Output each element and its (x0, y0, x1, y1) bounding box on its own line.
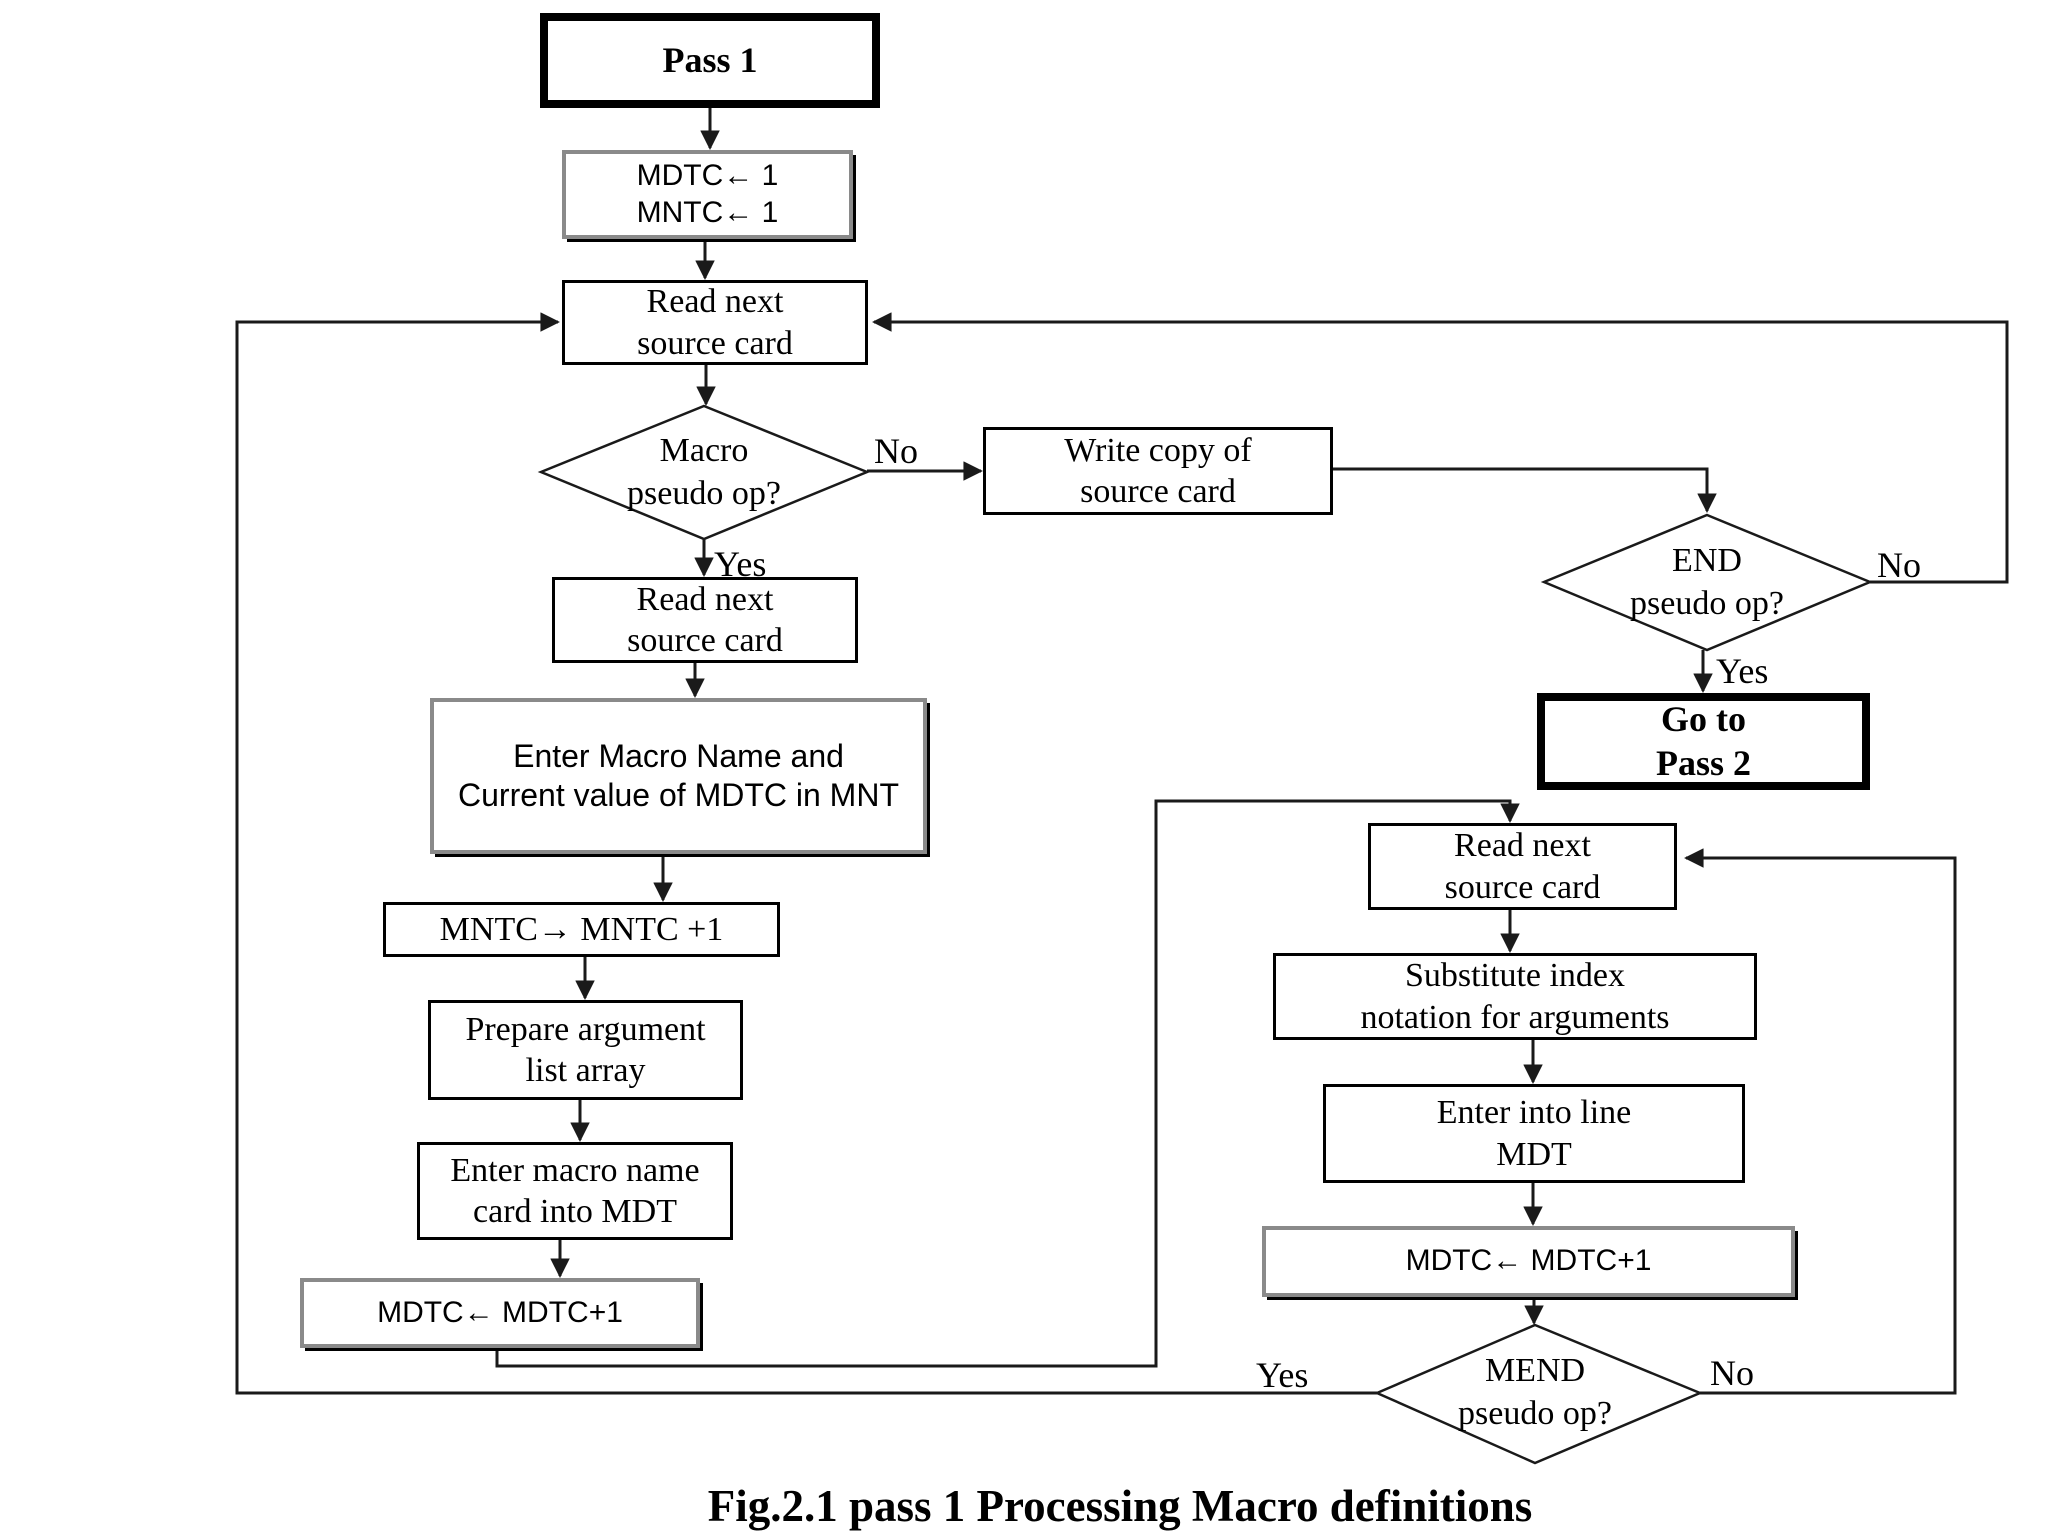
arrow-endq-no-loop-to-read1 (872, 312, 2009, 584)
edge-label-mend-no: No (1710, 1353, 1754, 1393)
decision-end-pseudo-op-shape (1540, 513, 1874, 652)
node-entermnt-line2: Current value of MDTC in MNT (458, 777, 899, 813)
node-enterline-line2: MDT (1496, 1135, 1572, 1173)
decision-end-line2: pseudo op? (1630, 584, 1784, 622)
node-enter-macro-name-card-into-mdt: Enter macro name card into MDT (417, 1142, 733, 1240)
node-entermdt-line2: card into MDT (473, 1193, 677, 1230)
node-init-counters: MDTC← 1 MNTC← 1 (562, 150, 853, 239)
node-go-to-pass-2: Go to Pass 2 (1537, 693, 1870, 790)
node-increment-mdtc-right: MDTC← MDTC+1 (1262, 1226, 1795, 1297)
decision-macro-line1: Macro (659, 432, 749, 469)
node-increment-mntc: MNTC→ MNTC +1 (383, 902, 780, 957)
arrow-writecopy-to-endq (1333, 467, 1717, 513)
node-mntc-line1: MNTC→ MNTC +1 (439, 910, 724, 948)
node-init-line1: MDTC← 1 (636, 158, 779, 192)
decision-macro-pseudo-op-shape (537, 404, 871, 541)
figure-caption: Fig.2.1 pass 1 Processing Macro definiti… (707, 1481, 1533, 1531)
node-prepare-argument-list-array: Prepare argument list array (428, 1000, 743, 1100)
node-prepare-line2: list array (525, 1052, 646, 1089)
decision-mend-line2: pseudo op? (1458, 1394, 1612, 1432)
node-read-next-source-card-1: Read next source card (562, 280, 868, 365)
node-enter-macro-name-in-mnt: Enter Macro Name and Current value of MD… (430, 698, 927, 854)
arrow-mendq-no-loop-to-read3 (1684, 848, 1957, 1395)
node-mdtc2-line1: MDTC← MDTC+1 (1405, 1244, 1652, 1278)
edge-label-macro-yes: Yes (714, 544, 767, 584)
node-entermdt-line1: Enter macro name (450, 1151, 700, 1189)
node-read1-line2: source card (637, 324, 793, 362)
decision-mend-pseudo-op-label: MEND pseudo op? (1382, 1330, 1688, 1455)
edge-label-mend-yes: Yes (1256, 1355, 1309, 1395)
node-prepare-line1: Prepare argument (465, 1010, 706, 1048)
node-write-copy-of-source-card: Write copy of source card (983, 427, 1333, 515)
node-read-next-source-card-3: Read next source card (1368, 823, 1677, 910)
node-pass-1: Pass 1 (540, 13, 880, 108)
edge-label-end-no: No (1877, 545, 1921, 585)
decision-macro-pseudo-op-label: Macro pseudo op? (551, 410, 857, 535)
decision-mend-line1: MEND (1484, 1352, 1586, 1389)
node-increment-mdtc-left: MDTC← MDTC+1 (300, 1278, 700, 1348)
node-entermnt-line1: Enter Macro Name and (513, 737, 844, 774)
node-read1-line1: Read next (646, 283, 784, 321)
node-read3-line1: Read next (1454, 827, 1591, 865)
decision-mend-pseudo-op-shape (1373, 1323, 1704, 1465)
node-gopass2-line2: Pass 2 (1655, 742, 1751, 783)
edge-label-end-yes: Yes (1716, 651, 1769, 691)
node-read3-line2: source card (1444, 868, 1601, 906)
decision-end-pseudo-op-label: END pseudo op? (1554, 520, 1860, 645)
node-writecopy-line2: source card (1080, 473, 1236, 510)
node-enterline-line1: Enter into line (1436, 1094, 1632, 1132)
node-gopass2-line1: Go to (1661, 698, 1746, 739)
decision-macro-line2: pseudo op? (627, 474, 781, 512)
node-substitute-index-notation: Substitute index notation for arguments (1273, 953, 1757, 1040)
node-init-line2: MNTC← 1 (636, 195, 779, 229)
node-subst-line2: notation for arguments (1360, 998, 1670, 1036)
arrow-mdtc1-to-read3 (495, 799, 1520, 1368)
node-subst-line1: Substitute index (1404, 957, 1626, 995)
node-read2-line1: Read next (636, 580, 774, 618)
decision-end-line1: END (1672, 542, 1742, 579)
node-pass-1-label: Pass 1 (662, 39, 758, 80)
node-read-next-source-card-2: Read next source card (552, 577, 858, 663)
node-enter-into-line-mdt: Enter into line MDT (1323, 1084, 1745, 1183)
node-mdtc1-line1: MDTC← MDTC+1 (377, 1295, 623, 1329)
edge-label-macro-no: No (874, 431, 918, 471)
arrow-mendq-yes-loop-to-read1 (235, 312, 1377, 1395)
node-writecopy-line1: Write copy of (1064, 431, 1252, 469)
node-read2-line2: source card (627, 622, 783, 659)
